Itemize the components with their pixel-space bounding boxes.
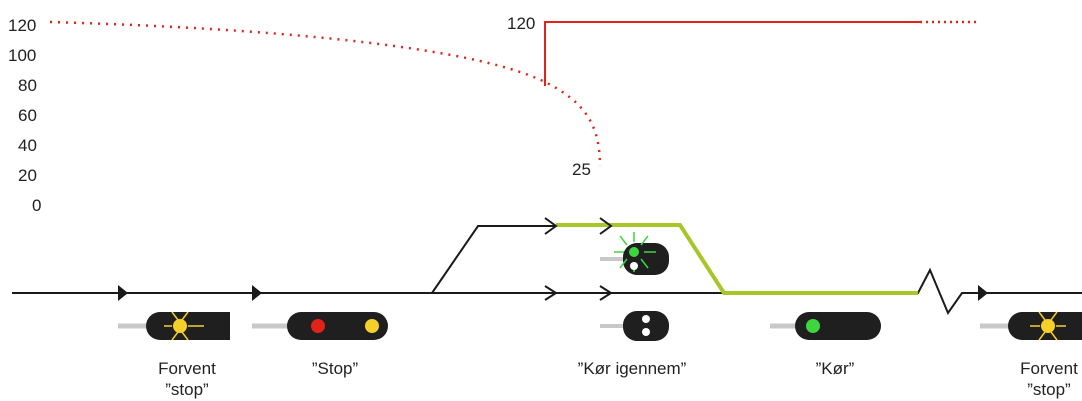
direction-arrow-icon <box>544 285 558 301</box>
direction-arrow-icon <box>118 285 128 301</box>
speed-label-120: 120 <box>507 14 535 33</box>
signal-caption: ”stop” <box>165 380 209 399</box>
lamp-yellow <box>173 319 187 333</box>
signal-body <box>795 312 881 340</box>
signal-caption: ”Kør” <box>816 359 855 378</box>
direction-arrow-icon <box>599 285 613 301</box>
axis-tick: 20 <box>18 166 37 185</box>
signal-3: ”Kør igennem” <box>578 311 687 378</box>
lamp-glow-icon <box>164 311 204 341</box>
speed-profile <box>49 20 980 167</box>
braking-curve <box>49 20 602 167</box>
speed-profile-line <box>544 21 920 86</box>
track-layout <box>12 225 1082 316</box>
lamp-white <box>642 315 650 323</box>
axis-tick: 80 <box>18 76 37 95</box>
signal-5: Forvent ”stop” <box>980 311 1082 399</box>
axis-tick: 60 <box>18 106 37 125</box>
signal-caption: Forvent <box>158 359 216 378</box>
lamp-yellow <box>365 319 379 333</box>
signal-2: ”Stop” <box>252 312 388 378</box>
lamp-yellow <box>1041 319 1055 333</box>
lamp-green <box>629 247 639 257</box>
signal-4: ”Kør” <box>770 312 881 378</box>
speed-axis: 120 100 80 60 40 20 0 <box>8 16 41 215</box>
direction-arrow-icon <box>252 285 262 301</box>
signal-1: Forvent ”stop” <box>118 311 230 399</box>
signal-body <box>287 312 388 340</box>
axis-tick: 120 <box>8 16 36 35</box>
lamp-red <box>311 319 325 333</box>
direction-arrow-icon <box>599 217 613 235</box>
direction-arrow-icon <box>544 217 558 235</box>
signal-3-upper <box>600 232 669 275</box>
signal-caption: ”Kør igennem” <box>578 359 687 378</box>
axis-tick: 100 <box>8 46 36 65</box>
signal-caption: Forvent <box>1020 359 1078 378</box>
direction-arrow-icon <box>978 285 988 301</box>
lamp-glow-icon <box>1030 311 1066 341</box>
lamp-green <box>806 319 820 333</box>
lamp-white <box>630 262 638 270</box>
signal-caption: ”stop” <box>1027 380 1071 399</box>
route-highlight <box>556 223 918 295</box>
direction-arrows <box>118 217 988 301</box>
main-track <box>12 267 1082 316</box>
signal-body <box>623 243 669 275</box>
speed-label-25: 25 <box>572 160 591 179</box>
axis-tick: 40 <box>18 136 37 155</box>
signal-body <box>623 311 669 341</box>
axis-tick: 0 <box>32 196 41 215</box>
lamp-white <box>642 328 650 336</box>
signal-caption: ”Stop” <box>312 359 359 378</box>
